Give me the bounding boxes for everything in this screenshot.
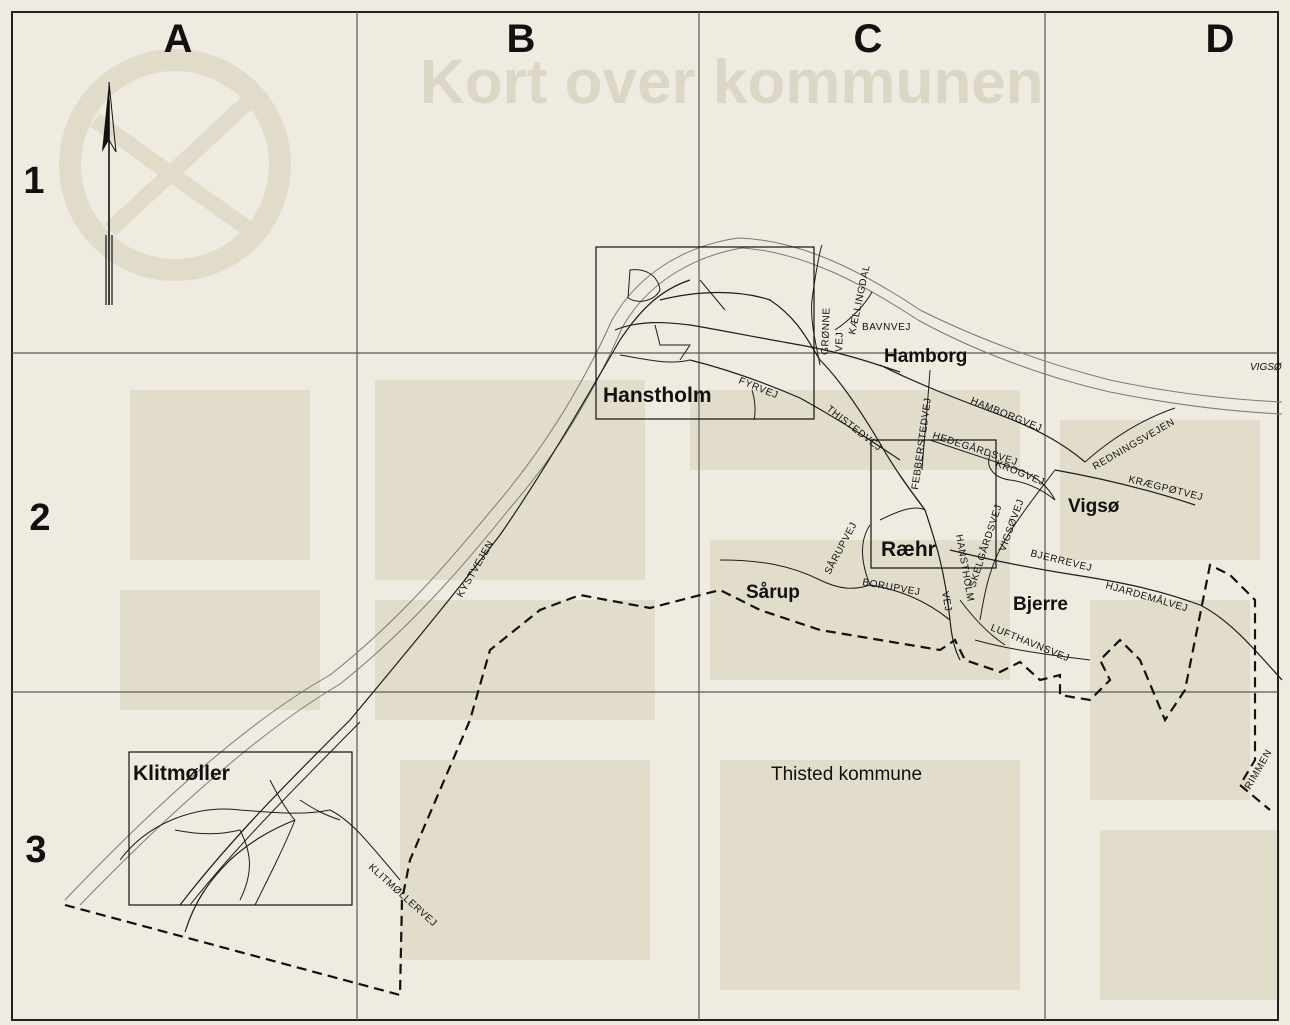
street-bavnvej: BAVNVEJ [862,322,911,333]
street-gronne-vej-line1: GRØNNE [820,307,833,355]
ghost-text-columns [120,380,1280,1000]
inset-klitmoller [128,751,353,906]
town-hanstholm: Hanstholm [603,384,712,407]
coastline [64,237,1283,906]
map-frame [11,11,1279,1021]
town-raehr: Ræhr [881,538,936,561]
row-label-1: 1 [23,160,44,202]
row-label-3: 3 [25,829,46,871]
municipality-border [64,563,1271,997]
column-label-d: D [1206,17,1235,61]
column-label-b: B [507,17,536,61]
ghost-emblem [59,49,291,281]
town-vigso: Vigsø [1068,496,1120,517]
street-krogvej: KROGVEJ [994,459,1046,489]
north-arrow-icon [102,81,117,305]
ghost-title: Kort over kommunen [420,48,1044,117]
street-gronne-vej-line2: VEJ [834,332,846,353]
street-hanstholmvej-line2: VEJ [939,591,953,613]
grid-lines [12,12,1278,1020]
town-bjerre: Bjerre [1013,594,1068,615]
inset-raehr [870,439,997,569]
region-label: Thisted kommune [771,764,922,785]
row-label-2: 2 [29,497,50,539]
inset-hanstholm [595,246,815,420]
town-hamborg: Hamborg [884,346,967,367]
town-sarup: Sårup [746,582,800,603]
town-klitmoller: Klitmøller [133,762,230,785]
edge-label-vigso: VIGSØ [1250,362,1283,373]
column-label-c: C [854,17,883,61]
roads [119,244,1283,933]
column-label-a: A [164,17,193,61]
